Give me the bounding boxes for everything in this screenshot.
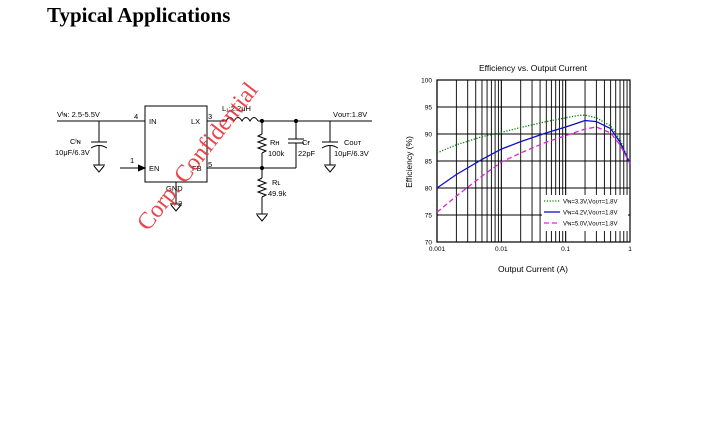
inductor-coil	[225, 117, 259, 123]
cin-value: 10μF/6.3V	[55, 148, 90, 157]
ic-pin-gnd: GND	[166, 184, 183, 193]
pin-fb-number: 5	[208, 160, 212, 169]
y-tick-label: 70	[425, 240, 433, 247]
x-tick-label: 1	[628, 246, 632, 253]
y-tick-label: 100	[421, 78, 432, 85]
cf-value: 22pF	[298, 149, 316, 158]
series-line-1	[436, 114, 631, 164]
rh-value: 100k	[268, 149, 285, 158]
pin-lx-number: 3	[208, 112, 212, 121]
rh-name: Rʜ	[270, 138, 280, 147]
vout-label: Vᴏᴜᴛ:1.8V	[333, 110, 367, 119]
chart-title: Efficiency vs. Output Current	[479, 63, 588, 73]
y-tick-label: 95	[425, 105, 433, 112]
vin-label: Vᴵɴ: 2.5-5.5V	[57, 110, 100, 119]
series-line-3	[436, 126, 631, 213]
chart-legend: Vᴵɴ=3.3V,Vᴏᴜᴛ=1.8V Vᴵɴ=4.2V,Vᴏᴜᴛ=1.8V Vᴵɴ=…	[542, 195, 628, 231]
section-heading: Typical Applications	[47, 3, 231, 27]
cf-name: Cғ	[302, 138, 310, 147]
pin-gnd-number: 2	[178, 199, 182, 208]
y-tick-label: 90	[425, 132, 433, 139]
chart-series	[436, 114, 631, 213]
chart-ticks: 70 75 80 85 90 95 100 0.001 0.01 0.1 1	[421, 78, 632, 254]
ic-pin-fb: FB	[192, 164, 202, 173]
legend-entry-3: Vᴵɴ=5.0V,Vᴏᴜᴛ=1.8V	[563, 221, 618, 228]
legend-entry-1: Vᴵɴ=3.3V,Vᴏᴜᴛ=1.8V	[563, 199, 618, 206]
legend-entry-2: Vᴵɴ=4.2V,Vᴏᴜᴛ=1.8V	[563, 210, 618, 217]
cout-name: Cᴏᴜᴛ	[344, 138, 362, 147]
ic-pin-en: EN	[149, 164, 159, 173]
rl-name: Rʟ	[272, 178, 280, 187]
ic-pin-in: IN	[149, 117, 157, 126]
ic-pin-lx: LX	[191, 117, 200, 126]
pin-en-number: 1	[130, 156, 134, 165]
x-axis-label: Output Current (A)	[498, 264, 568, 274]
pin-in-number: 4	[134, 112, 138, 121]
y-tick-label: 80	[425, 186, 433, 193]
x-tick-label: 0.1	[561, 246, 570, 253]
resistor-rh	[256, 133, 268, 154]
efficiency-chart: Efficiency vs. Output Current Output Cur…	[404, 63, 632, 274]
inductor-label: L₁:2.2μH	[222, 104, 251, 113]
rl-value: 49.9k	[268, 189, 287, 198]
application-schematic	[57, 105, 372, 222]
confidential-watermark: Corp. Confidential	[132, 78, 263, 236]
x-tick-label: 0.01	[495, 246, 508, 253]
cout-value: 10μF/6.3V	[334, 149, 369, 158]
cin-name: Cᴵɴ	[70, 137, 81, 146]
series-line-2	[436, 119, 631, 189]
resistor-rl	[256, 177, 268, 198]
x-tick-label: 0.001	[429, 246, 446, 253]
y-axis-label: Efficiency (%)	[404, 136, 414, 188]
y-tick-label: 75	[425, 213, 433, 220]
y-tick-label: 85	[425, 159, 433, 166]
